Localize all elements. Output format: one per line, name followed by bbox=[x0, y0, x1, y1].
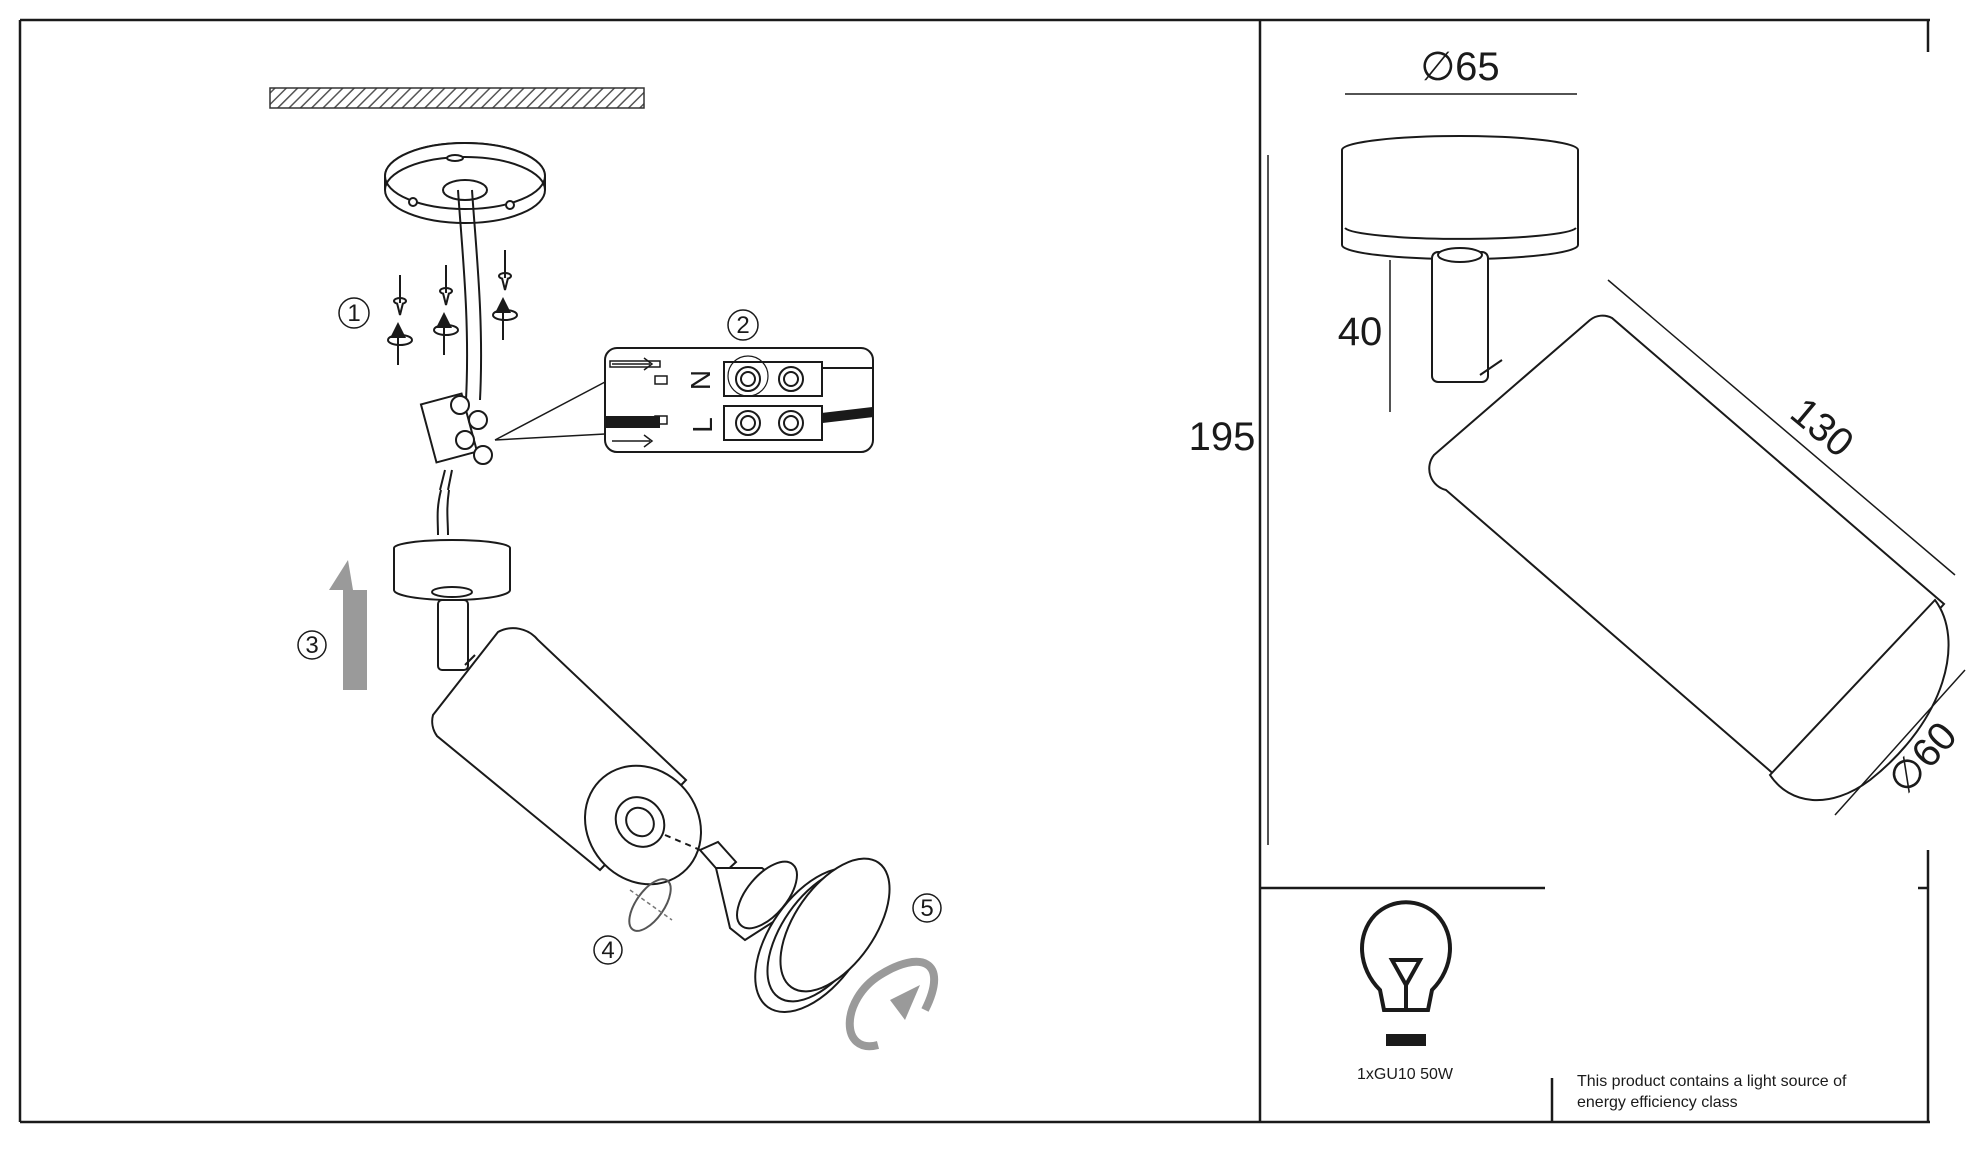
step-5-number: 5 bbox=[920, 895, 933, 922]
dimension-base-diameter: ∅65 bbox=[1345, 45, 1577, 95]
total-height-label: 195 bbox=[1189, 415, 1256, 459]
front-ring bbox=[754, 857, 891, 1013]
ceiling-surface bbox=[269, 87, 645, 109]
sheet-frame bbox=[18, 18, 1930, 1124]
side-view-luminaire bbox=[1341, 135, 1950, 801]
gu10-lamp bbox=[664, 834, 798, 942]
screws-and-plugs bbox=[387, 250, 518, 365]
mount-arrow: 3 bbox=[297, 560, 367, 690]
step-4-rotation: 4 bbox=[593, 878, 673, 965]
step-4-number: 4 bbox=[601, 937, 614, 964]
dimension-stem-height: 40 bbox=[1338, 260, 1391, 412]
luminaire-base bbox=[393, 489, 511, 671]
spotlight-shade bbox=[431, 627, 702, 886]
light-bulb-icon bbox=[1360, 900, 1452, 1046]
mounting-plate bbox=[384, 142, 546, 224]
supply-cable bbox=[457, 189, 483, 401]
energy-note-line-1: This product contains a light source of bbox=[1577, 1073, 1847, 1090]
step-3-number: 3 bbox=[305, 632, 318, 659]
wiring-detail: N L 2 bbox=[494, 309, 874, 453]
dimension-total-height: 195 bbox=[1189, 155, 1269, 845]
neutral-label: N bbox=[685, 370, 716, 390]
step-1-number: 1 bbox=[347, 300, 360, 327]
energy-note-line-2: energy efficiency class bbox=[1577, 1094, 1738, 1111]
step-2-number: 2 bbox=[736, 312, 749, 339]
stem-height-label: 40 bbox=[1338, 310, 1383, 354]
live-label: L bbox=[687, 417, 718, 433]
base-diameter-label: ∅65 bbox=[1420, 45, 1499, 89]
step-5-rotation: 5 bbox=[845, 893, 942, 1051]
shade-length-label: 130 bbox=[1782, 389, 1861, 466]
terminal-block bbox=[419, 392, 493, 491]
step-1-marker: 1 bbox=[338, 297, 370, 329]
lamp-spec: 1xGU10 50W bbox=[1357, 1066, 1454, 1083]
